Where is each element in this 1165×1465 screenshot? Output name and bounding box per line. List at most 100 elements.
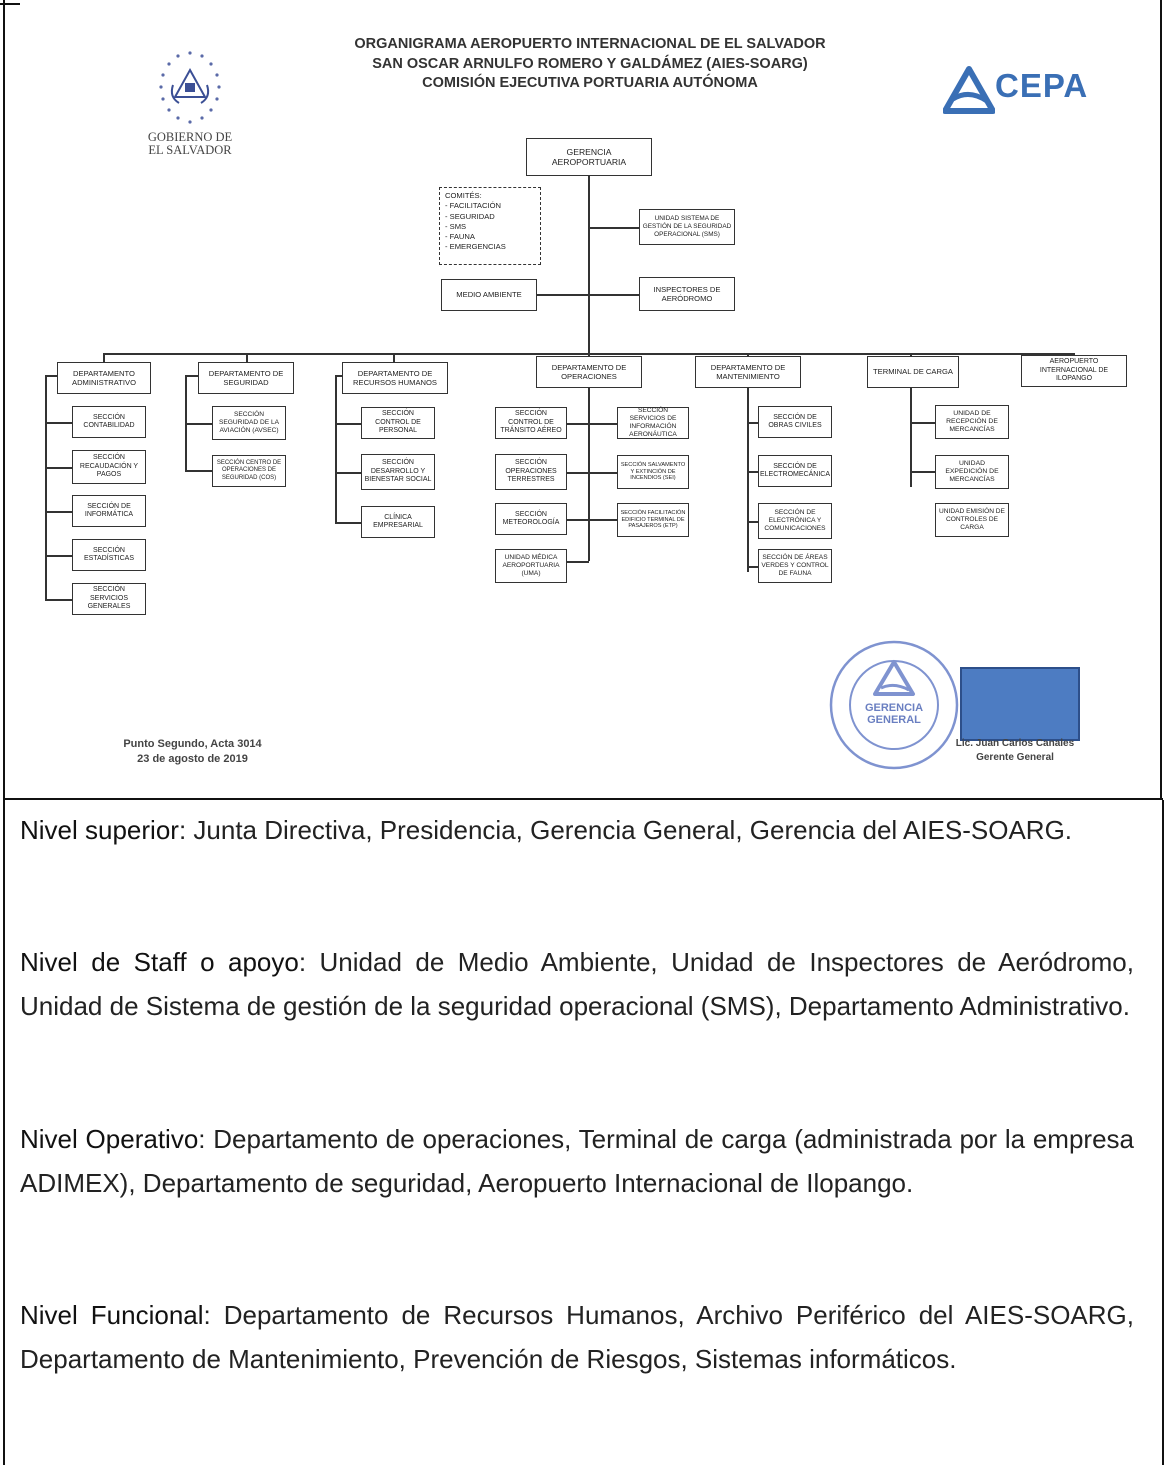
connector (747, 353, 749, 357)
connector (1073, 353, 1075, 355)
connector (45, 422, 72, 424)
comite-item: - FAUNA (445, 232, 475, 241)
section-box: SECCIÓN DE ÁREAS VERDES Y CONTROL DE FAU… (758, 549, 832, 583)
paragraph-nivel-staff: Nivel de Staff o apoyo: Unidad de Medio … (20, 940, 1134, 1028)
dept-seguridad-box: DEPARTAMENTO DE SEGURIDAD (198, 362, 294, 394)
gobierno-seal-icon (159, 51, 221, 124)
paragraph-label: Nivel Funcional (20, 1300, 204, 1330)
section-box: SECCIÓN SERVICIOS DE INFORMACIÓN AERONÁU… (617, 407, 689, 439)
title-line-3: COMISIÓN EJECUTIVA PORTUARIA AUTÓNOMA (422, 75, 758, 92)
section-box: SECCIÓN CONTROL DE PERSONAL (361, 407, 435, 439)
stamp-line2: GENERAL (867, 714, 921, 727)
dept-administrativo-box: DEPARTAMENTO ADMINISTRATIVO (57, 362, 151, 394)
paragraph-text: : Unidad de Medio Ambiente, Unidad de In… (20, 947, 1134, 1021)
paragraph-text: : Junta Directiva, Presidencia, Gerencia… (178, 815, 1073, 845)
dept-ilopango-box: AEROPUERTO INTERNACIONAL DE ILOPANGO (1021, 355, 1127, 387)
dept-rrhh-box: DEPARTAMENTO DE RECURSOS HUMANOS (342, 362, 448, 394)
connector (588, 388, 590, 561)
comites-title: COMITÉS: (445, 191, 482, 200)
connector (185, 470, 212, 472)
connector (747, 566, 758, 568)
connector (567, 519, 617, 521)
connector (335, 375, 342, 377)
signer-block: Lic. Juan Carlos Canales Gerente General (950, 737, 1080, 765)
connector (567, 423, 617, 425)
paragraph-label: Nivel Operativo (20, 1124, 199, 1154)
connector (588, 353, 590, 357)
acta-note: Punto Segundo, Acta 3014 23 de agosto de… (105, 737, 280, 767)
section-box: SECCIÓN DESARROLLO Y BIENESTAR SOCIAL (361, 454, 435, 490)
connector (393, 353, 395, 363)
stamp-line1: GERENCIA (864, 702, 924, 714)
gerencia-stamp-icon (829, 640, 959, 770)
org-chart: GOBIERNO DE EL SALVADOR ORGANIGRAMA AERO… (5, 5, 1160, 798)
signer-title: Gerente General (976, 752, 1054, 763)
paragraph-nivel-superior: Nivel superior: Junta Directiva, Preside… (20, 808, 1134, 852)
connector (335, 472, 361, 474)
acta-line1: Punto Segundo, Acta 3014 (123, 738, 262, 750)
connector (588, 176, 590, 354)
section-box: SECCIÓN SALVAMENTO Y EXTINCIÓN DE INCEND… (617, 455, 689, 489)
section-box: SECCIÓN RECAUDACIÓN Y PAGOS (72, 450, 146, 484)
comite-item: - SMS (445, 221, 467, 231)
section-box: SECCIÓN SEGURIDAD DE LA AVIACIÓN (AVSEC) (212, 406, 286, 440)
connector (103, 353, 105, 363)
section-box: SECCIÓN OPERACIONES TERRESTRES (495, 454, 567, 490)
connector (45, 511, 72, 513)
section-box: UNIDAD MÉDICA AEROPORTUARIA (UMA) (495, 549, 567, 583)
section-box: SECCIÓN CONTABILIDAD (72, 406, 146, 438)
comite-item: - SEGURIDAD (445, 211, 495, 221)
section-box: SECCIÓN FACILITACIÓN EDIFICIO TERMINAL D… (617, 503, 689, 537)
inspectores-box: INSPECTORES DE AERÓDROMO (639, 277, 735, 311)
acta-line2: 23 de agosto de 2019 (137, 752, 248, 765)
paragraph-text: : Departamento de Recursos Humanos, Arch… (20, 1300, 1134, 1374)
connector (910, 471, 935, 473)
dept-terminal-carga-box: TERMINAL DE CARGA (867, 356, 959, 388)
connector (185, 375, 198, 377)
sms-unit-box: UNIDAD SISTEMA DE GESTIÓN DE LA SEGURIDA… (639, 209, 735, 245)
connector (910, 353, 912, 357)
section-box: SECCIÓN DE OBRAS CIVILES (758, 406, 832, 438)
connector (335, 522, 361, 524)
gobierno-line1: GOBIERNO DE (147, 130, 233, 144)
comite-item: - FACILITACIÓN (445, 201, 501, 211)
connector (747, 521, 758, 523)
connector (185, 423, 212, 425)
gobierno-logo-text: GOBIERNO DE EL SALVADOR (130, 130, 250, 158)
paragraph-label: Nivel de Staff o apoyo (20, 947, 299, 977)
signer-name: Lic. Juan Carlos Canales (955, 738, 1075, 749)
stamp-text: GERENCIA GENERAL (827, 702, 961, 726)
connector (567, 472, 617, 474)
section-box: SECCIÓN METEOROLOGÍA (495, 503, 567, 535)
paragraph-nivel-operativo: Nivel Operativo: Departamento de operaci… (20, 1117, 1134, 1205)
frame-right-border-lower (1162, 800, 1164, 1465)
section-box: SECCIÓN DE INFORMÁTICA (72, 495, 146, 527)
connector (537, 294, 639, 296)
section-box: SECCIÓN ESTADÍSTICAS (72, 539, 146, 571)
connector (589, 227, 639, 229)
section-box: UNIDAD DE RECEPCIÓN DE MERCANCÍAS (935, 405, 1009, 439)
section-box: SECCIÓN DE ELECTROMECÁNICA (758, 455, 832, 487)
section-box: UNIDAD EXPEDICIÓN DE MERCANCÍAS (935, 455, 1009, 489)
cepa-logo: CEPA (943, 65, 1113, 115)
connector (567, 561, 589, 563)
connector (45, 599, 72, 601)
paragraph-nivel-funcional: Nivel Funcional: Departamento de Recurso… (20, 1293, 1134, 1381)
section-box: UNIDAD EMISIÓN DE CONTROLES DE CARGA (935, 503, 1009, 537)
connector (246, 353, 248, 363)
gobierno-line2: EL SALVADOR (148, 143, 232, 158)
cepa-logo-text: CEPA (995, 67, 1089, 104)
dept-mantenimiento-box: DEPARTAMENTO DE MANTENIMIENTO (695, 356, 801, 388)
chart-title: ORGANIGRAMA AEROPUERTO INTERNACIONAL DE … (290, 35, 890, 94)
cepa-triangle-icon (943, 66, 995, 114)
connector (45, 555, 72, 557)
connector (910, 422, 935, 424)
figure-separator (3, 798, 1163, 800)
connector (747, 422, 758, 424)
paragraph-text: : Departamento de operaciones, Terminal … (20, 1124, 1134, 1198)
dept-operaciones-box: DEPARTAMENTO DE OPERACIONES (536, 356, 642, 388)
connector (335, 423, 361, 425)
section-box: SECCIÓN CONTROL DE TRÁNSITO AÉREO (495, 407, 567, 439)
title-line-1: ORGANIGRAMA AEROPUERTO INTERNACIONAL DE … (354, 36, 826, 52)
frame-top-line (0, 3, 20, 5)
